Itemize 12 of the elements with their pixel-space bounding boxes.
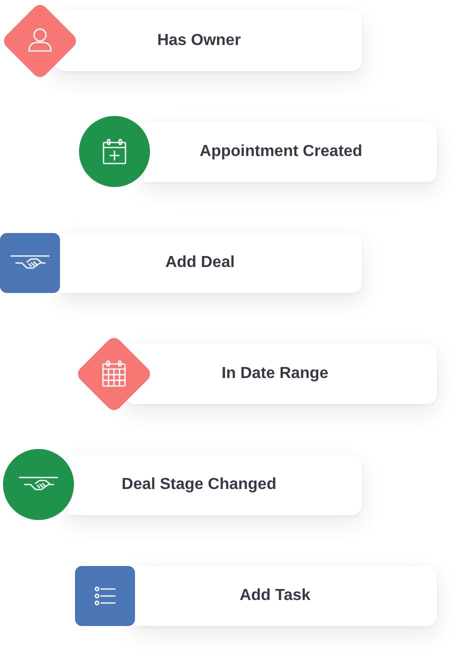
step-card xyxy=(144,122,437,182)
step-card xyxy=(60,233,362,293)
step-card xyxy=(54,10,362,71)
step-card xyxy=(135,566,437,626)
step-label: Appointment Created xyxy=(200,143,362,161)
step-label: Deal Stage Changed xyxy=(122,476,276,494)
step-label: In Date Range xyxy=(222,365,328,383)
step-label: Add Task xyxy=(240,587,310,605)
step-label: Add Deal xyxy=(165,254,235,272)
step-card xyxy=(68,455,362,515)
step-label: Has Owner xyxy=(157,32,241,50)
step-card xyxy=(125,344,437,404)
